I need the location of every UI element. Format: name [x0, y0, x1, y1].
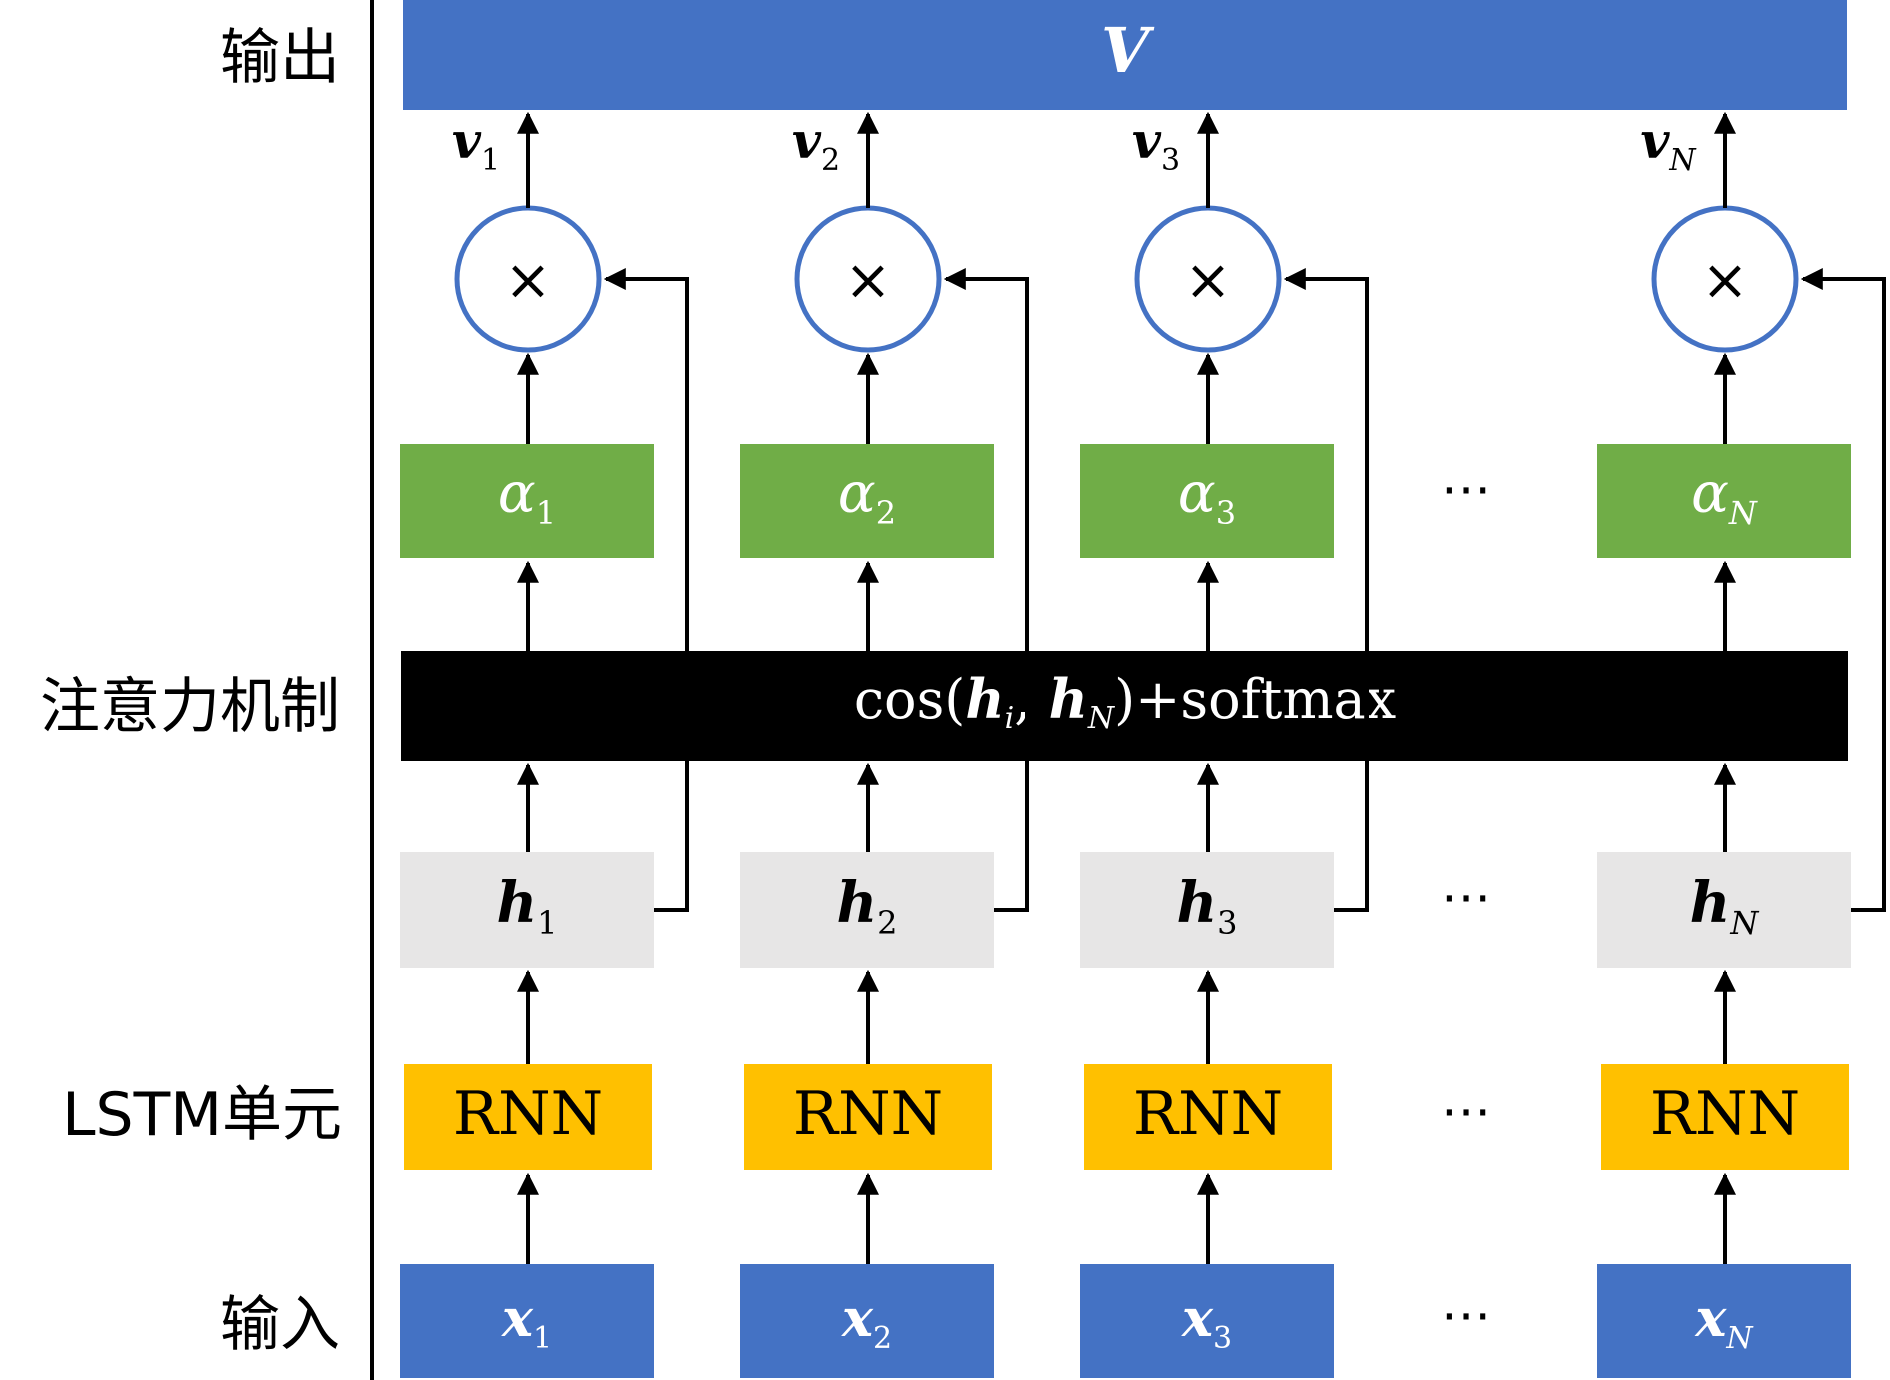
hidden-box	[1597, 852, 1851, 968]
formula-sub-n: N	[1087, 701, 1116, 736]
alpha-box	[740, 444, 994, 558]
multiply-symbol: ×	[505, 248, 552, 313]
input-label: x1	[501, 1288, 552, 1356]
input-label: xN	[1694, 1288, 1754, 1356]
input-box	[400, 1264, 654, 1378]
rnn-box	[404, 1064, 652, 1170]
rnn-label: RNN	[1133, 1079, 1283, 1149]
alpha-label: α2	[838, 461, 896, 532]
hidden-box	[740, 852, 994, 968]
multiply-symbol: ×	[1702, 248, 1749, 313]
attention-bar-rect	[401, 651, 1848, 761]
hidden-box	[400, 852, 654, 968]
layer-label-lstm: LSTM单元	[62, 1080, 342, 1150]
output-bar-rect	[403, 0, 1847, 110]
output-vector-label: v2	[792, 111, 840, 178]
alpha-box	[1080, 444, 1334, 558]
column-n: xN RNN hN αN × vN	[1597, 111, 1886, 1378]
column-3: x3 RNN h3 α3 × v3	[1080, 111, 1369, 1378]
layer-label-output: 输出	[220, 23, 340, 93]
skip-connection-hidden-to-multiply	[1800, 268, 1886, 912]
skip-connection-hidden-to-multiply	[603, 268, 689, 912]
formula-h-n: h	[1049, 667, 1088, 731]
input-label: x2	[841, 1288, 892, 1356]
output-vector-label: v3	[1132, 111, 1180, 178]
column-1: x1 RNN h1 α1 × v1	[400, 111, 689, 1378]
attention-bar: cos(hi, hN)+softmax	[401, 651, 1848, 761]
formula-prefix: cos(	[854, 668, 966, 731]
input-box	[1597, 1264, 1851, 1378]
multiply-symbol: ×	[1185, 248, 1232, 313]
rnn-label: RNN	[453, 1079, 603, 1149]
output-symbol: V	[1101, 14, 1155, 87]
input-box	[740, 1264, 994, 1378]
rnn-box	[744, 1064, 992, 1170]
output-bar: V	[403, 0, 1847, 110]
input-label: x3	[1181, 1288, 1232, 1356]
rnn-box	[1601, 1064, 1849, 1170]
alpha-label: α1	[498, 461, 556, 532]
hidden-label: h3	[1176, 870, 1237, 942]
layer-label-input: 输入	[220, 1290, 340, 1360]
ellipsis-alpha-row: ⋯	[1441, 460, 1491, 518]
ellipsis-input-row: ⋯	[1441, 1286, 1491, 1344]
alpha-label: α3	[1178, 461, 1236, 532]
multiply-symbol: ×	[845, 248, 892, 313]
alpha-box	[400, 444, 654, 558]
rnn-label: RNN	[793, 1079, 943, 1149]
layer-label-attention: 注意力机制	[40, 672, 340, 742]
input-box	[1080, 1264, 1334, 1378]
rnn-label: RNN	[1650, 1079, 1800, 1149]
formula-sep: ,	[1014, 668, 1048, 731]
hidden-label: hN	[1690, 870, 1760, 942]
ellipses: ⋯ ⋯ ⋯ ⋯	[1441, 460, 1491, 1344]
formula-h-i: h	[965, 667, 1004, 731]
attention-formula: cos(hi, hN)+softmax	[854, 667, 1396, 736]
ellipsis-rnn-row: ⋯	[1441, 1082, 1491, 1140]
hidden-box	[1080, 852, 1334, 968]
output-vector-label: vN	[1640, 111, 1697, 178]
layer-labels: 输出 注意力机制 LSTM单元 输入	[40, 23, 342, 1360]
alpha-box	[1597, 444, 1851, 558]
formula-sub-i: i	[1005, 701, 1015, 736]
hidden-label: h2	[836, 870, 897, 942]
alpha-label: αN	[1691, 461, 1758, 532]
skip-connection-hidden-to-multiply	[1283, 268, 1369, 912]
skip-connection-hidden-to-multiply	[943, 268, 1029, 912]
formula-suffix: )+softmax	[1114, 668, 1396, 731]
output-vector-label: v1	[452, 111, 500, 178]
rnn-box	[1084, 1064, 1332, 1170]
ellipsis-hidden-row: ⋯	[1441, 868, 1491, 926]
hidden-label: h1	[496, 870, 557, 942]
column-2: x2 RNN h2 α2 × v2	[740, 111, 1029, 1378]
